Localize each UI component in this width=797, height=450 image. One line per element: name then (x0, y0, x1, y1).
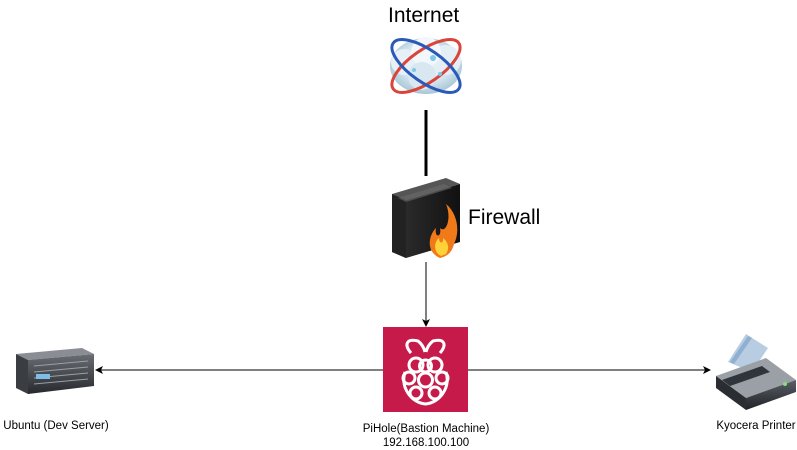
firewall-label: Firewall (468, 206, 541, 229)
raspberry-pi-icon (383, 327, 468, 412)
internet-cloud-icon (390, 37, 462, 94)
internet-label: Internet (388, 4, 460, 27)
printer-label: Kyocera Printer (716, 420, 796, 432)
firewall-server-icon (392, 178, 460, 258)
ubuntu-label: Ubuntu (Dev Server) (3, 420, 109, 432)
server-rack-icon (16, 348, 94, 394)
printer-icon (716, 334, 796, 410)
pihole-name: PiHole(Bastion Machine) (362, 423, 490, 435)
pihole-label: PiHole(Bastion Machine) 192.168.100.100 (346, 422, 506, 450)
pihole-ip: 192.168.100.100 (382, 437, 470, 449)
